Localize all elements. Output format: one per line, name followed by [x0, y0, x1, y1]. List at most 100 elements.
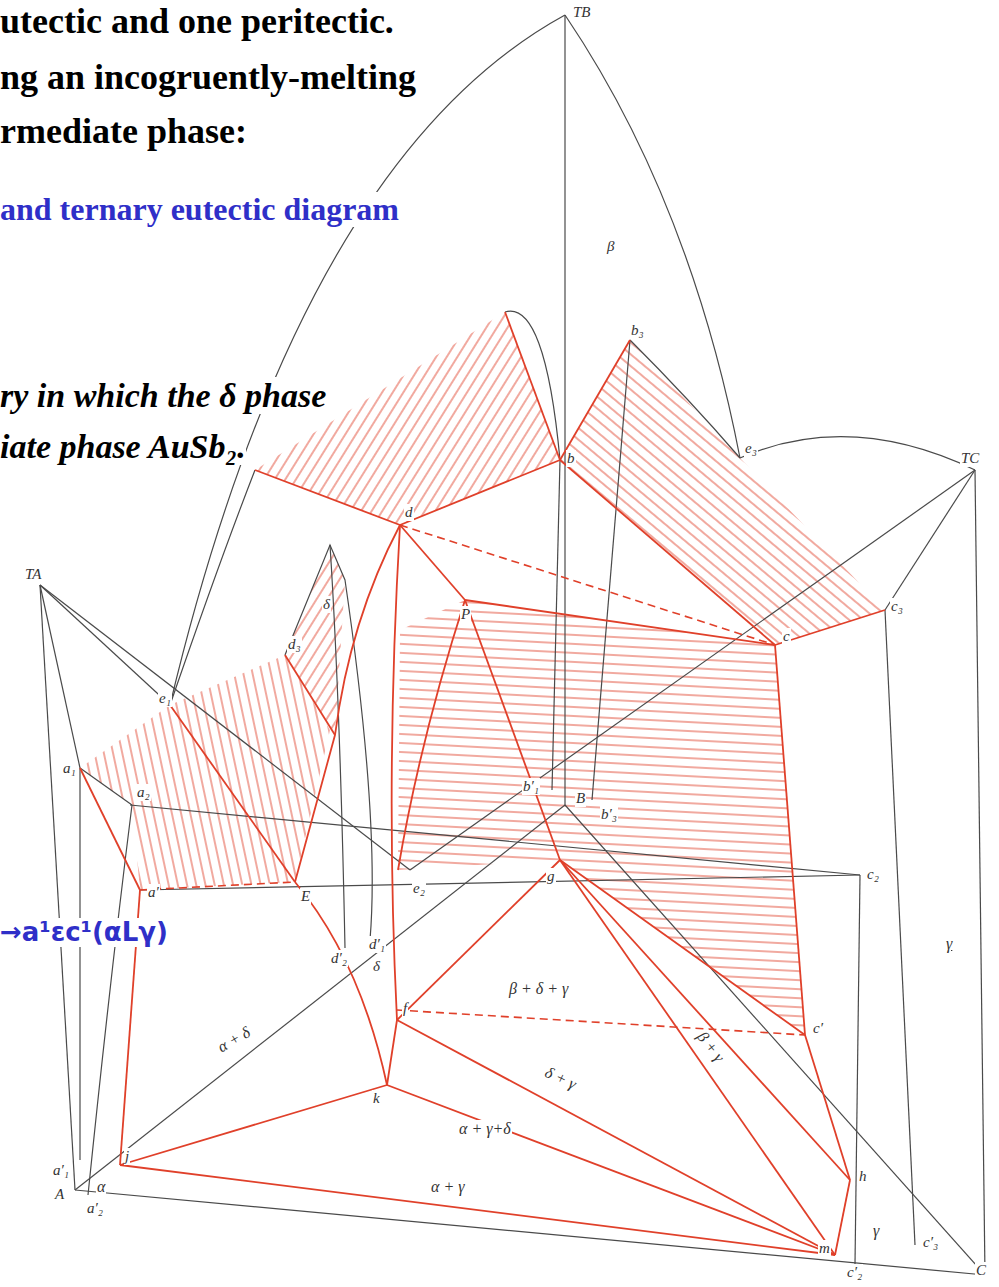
point-label: b: [566, 450, 576, 467]
diagram-polygon: [285, 545, 345, 735]
point-label: b₃: [630, 322, 645, 339]
point-label: f: [402, 1000, 408, 1017]
region-label: α + δ: [214, 1023, 255, 1057]
diagram-line: [560, 860, 835, 1255]
diagram-line: [397, 1020, 835, 1255]
diagram-line: [560, 860, 805, 1035]
phase-label: γ: [945, 935, 953, 953]
point-label: a′₂: [86, 1200, 104, 1217]
point-label: TC: [960, 450, 980, 467]
diagram-line: [80, 768, 140, 890]
diagram-line: [140, 882, 295, 890]
point-label: P: [460, 606, 471, 623]
point-label: c₃: [890, 598, 904, 615]
diagram-path: [630, 340, 740, 458]
point-label: j: [124, 1148, 130, 1165]
point-label: h: [858, 1168, 868, 1185]
diagram-path: [855, 875, 860, 1265]
diagram-path: [410, 470, 975, 870]
diagram-line: [120, 1085, 387, 1165]
diagram-path: [295, 525, 400, 882]
heading-fragment: ng an incogruently-melting: [0, 58, 416, 98]
diagram-line: [387, 1085, 835, 1255]
point-label: k: [372, 1090, 381, 1107]
diagram-line: [560, 460, 775, 645]
diagram-line: [400, 525, 775, 645]
diagram-line: [40, 585, 75, 1190]
diagram-line: [120, 1165, 835, 1255]
diagram-line: [975, 470, 985, 1275]
region-label: α + γ: [430, 1178, 466, 1196]
point-label: e₂: [412, 880, 426, 897]
point-label: d: [404, 504, 414, 521]
point-label: d′₂: [330, 950, 348, 967]
phase-label: β: [606, 238, 615, 255]
diagram-line: [400, 460, 560, 525]
point-label: e₃: [744, 440, 758, 457]
diagram-line: [835, 1180, 850, 1255]
diagram-path: [79, 768, 80, 1160]
heading-fragment: utectic and one peritectic.: [0, 2, 394, 42]
diagram-line: [285, 655, 335, 735]
point-label: TA: [24, 566, 42, 583]
diagram-line: [775, 645, 805, 1035]
heading-fragment: iate phase AuSb₂.: [0, 428, 246, 465]
phase-label: δ: [322, 596, 331, 613]
diagram-g: [140, 525, 805, 1035]
diagram-path: [565, 15, 740, 458]
region-label: α + γ+δ: [458, 1120, 512, 1138]
diagram-path: [140, 875, 860, 890]
diagram-polygon: [398, 600, 805, 1035]
phase-label: δ: [372, 958, 381, 975]
diagram-path: [285, 545, 372, 940]
region-label: β + δ + γ: [508, 980, 569, 998]
diagram-path: [740, 437, 975, 470]
point-label: B: [575, 790, 586, 807]
diagram-path: [40, 585, 170, 705]
diagram-path: [505, 311, 560, 460]
diagram-polygon: [255, 312, 560, 525]
point-label: a₂: [136, 784, 151, 801]
point-label: d₃: [287, 636, 302, 653]
diagram-path: [592, 340, 630, 800]
corner-label: C: [975, 1262, 987, 1279]
diagram-line: [465, 600, 560, 860]
heading-fragment: rmediate phase:: [0, 112, 247, 152]
diagram-path: [40, 585, 410, 870]
point-label: g: [546, 868, 556, 885]
diagram-path: [885, 610, 915, 1245]
diagram-line: [564, 15, 565, 805]
diagram-path: [392, 525, 400, 1020]
point-label: c′: [812, 1020, 824, 1037]
heading-fragment: ry in which the δ phase: [0, 377, 326, 414]
diagram-path: [295, 882, 387, 1085]
point-label: c′₃: [922, 1234, 939, 1251]
diagram-line: [560, 860, 850, 1180]
point-label: c: [782, 628, 791, 645]
point-label: b′₁: [522, 778, 540, 795]
point-label: a₁: [62, 760, 77, 777]
corner-label: A: [54, 1186, 65, 1203]
diagram-line: [565, 805, 985, 1275]
point-label: a′₁: [52, 1162, 70, 1179]
diagram-path: [885, 470, 975, 610]
point-label: e₁: [158, 690, 172, 707]
point-label: TB: [572, 4, 592, 21]
diagram-path: [130, 805, 860, 875]
diagram-line: [400, 525, 465, 600]
diagram-line: [75, 1190, 985, 1275]
diagram-line: [805, 1035, 850, 1180]
diagram-line: [255, 470, 400, 525]
phase-label: α: [96, 1178, 106, 1196]
point-label: d′₁: [368, 936, 386, 953]
diagram-polygon: [80, 655, 330, 890]
point-label: c₂: [866, 866, 880, 883]
point-label: c′₂: [846, 1264, 863, 1281]
diagram-path: [88, 805, 132, 1195]
point-label: b′₃: [600, 806, 618, 823]
diagram-line: [505, 312, 560, 460]
diagram-path: [398, 600, 465, 870]
phase-label: γ: [872, 1222, 880, 1240]
point-label: m: [818, 1240, 831, 1257]
diagram-path: [80, 768, 132, 805]
